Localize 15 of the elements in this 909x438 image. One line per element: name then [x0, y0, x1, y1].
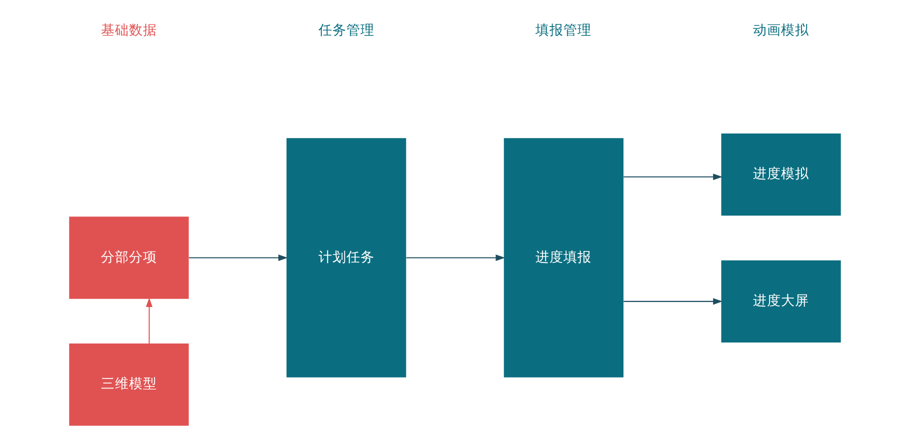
arrow: [406, 254, 505, 262]
label: 动画模拟: [752, 22, 809, 39]
node-box: 计划任务: [286, 138, 406, 378]
node-box: 分部分项: [68, 216, 188, 299]
node-box: 进度大屏: [720, 260, 840, 342]
arrow: [623, 298, 722, 305]
label: 填报管理: [535, 22, 592, 39]
label: 基础数据: [100, 22, 156, 39]
node-box: 进度模拟: [720, 133, 840, 216]
node-box: 进度填报: [503, 138, 623, 378]
arrow: [145, 298, 152, 344]
arrow: [623, 174, 722, 180]
node-box: 三维模型: [68, 344, 188, 426]
arrow: [188, 254, 288, 262]
label: 任务管理: [318, 22, 374, 39]
